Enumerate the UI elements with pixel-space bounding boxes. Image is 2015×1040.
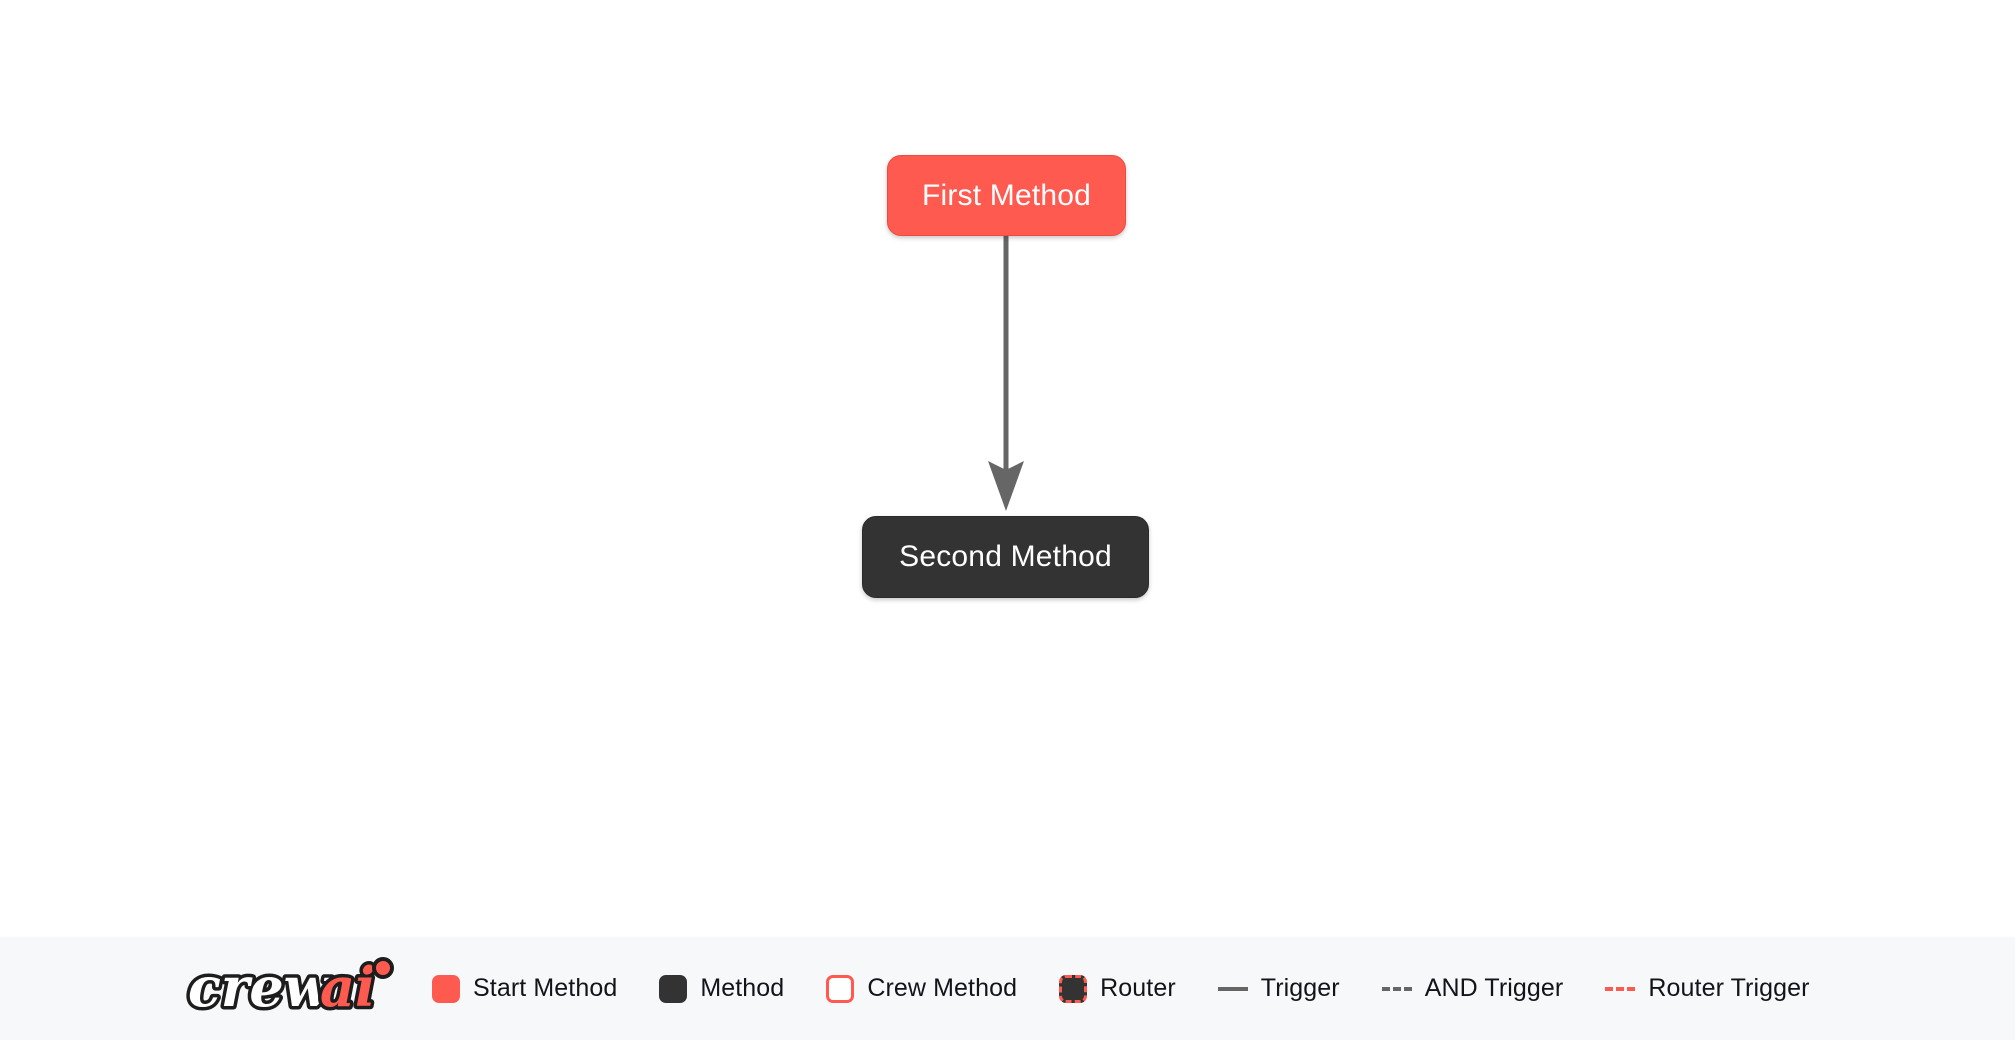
- router-trigger-line-icon: [1605, 986, 1636, 991]
- edge-layer: [988, 236, 1024, 511]
- start-method-swatch-icon: [432, 974, 460, 1003]
- legend-item-start-method[interactable]: Start Method: [432, 974, 617, 1003]
- legend-item-and-trigger[interactable]: AND Trigger: [1381, 974, 1564, 1003]
- legend-item-label: Trigger: [1260, 974, 1340, 1002]
- edge-first-method-to-second-method[interactable]: [988, 236, 1024, 511]
- crew-method-swatch-icon: [826, 974, 855, 1003]
- legend-item-label: Crew Method: [867, 974, 1018, 1002]
- legend-items: Start Method Method Crew Method Router T…: [432, 974, 2015, 1003]
- legend-item-crew-method[interactable]: Crew Method: [826, 974, 1017, 1003]
- legend-item-trigger[interactable]: Trigger: [1217, 974, 1340, 1003]
- logo-text-ai: ai: [320, 955, 376, 1019]
- legend-item-label: AND Trigger: [1424, 974, 1564, 1002]
- node-second-method[interactable]: Second Method: [862, 516, 1149, 598]
- crewai-logo[interactable]: crew ai: [186, 954, 398, 1024]
- logo-text-crew: crew: [188, 955, 333, 1019]
- edge-arrowhead-icon: [988, 461, 1024, 511]
- trigger-line-icon: [1217, 986, 1248, 991]
- legend-item-label: Start Method: [473, 974, 618, 1002]
- legend-item-router-trigger[interactable]: Router Trigger: [1605, 974, 1809, 1003]
- legend-item-label: Router: [1100, 974, 1176, 1002]
- node-label: Second Method: [899, 540, 1112, 573]
- method-swatch-icon: [659, 974, 688, 1003]
- legend-item-label: Method: [700, 974, 785, 1002]
- legend-item-method[interactable]: Method: [659, 974, 784, 1003]
- and-trigger-line-icon: [1381, 986, 1412, 991]
- flow-canvas[interactable]: First Method Second Method: [0, 0, 2015, 937]
- legend-bar: crew ai Start Method Method Crew Method …: [0, 937, 2015, 1040]
- legend-item-router[interactable]: Router: [1059, 974, 1176, 1003]
- node-first-method[interactable]: First Method: [887, 155, 1126, 236]
- legend-item-label: Router Trigger: [1648, 974, 1810, 1002]
- router-swatch-icon: [1059, 974, 1088, 1003]
- logo-dot-icon: [372, 956, 394, 979]
- node-label: First Method: [921, 178, 1092, 212]
